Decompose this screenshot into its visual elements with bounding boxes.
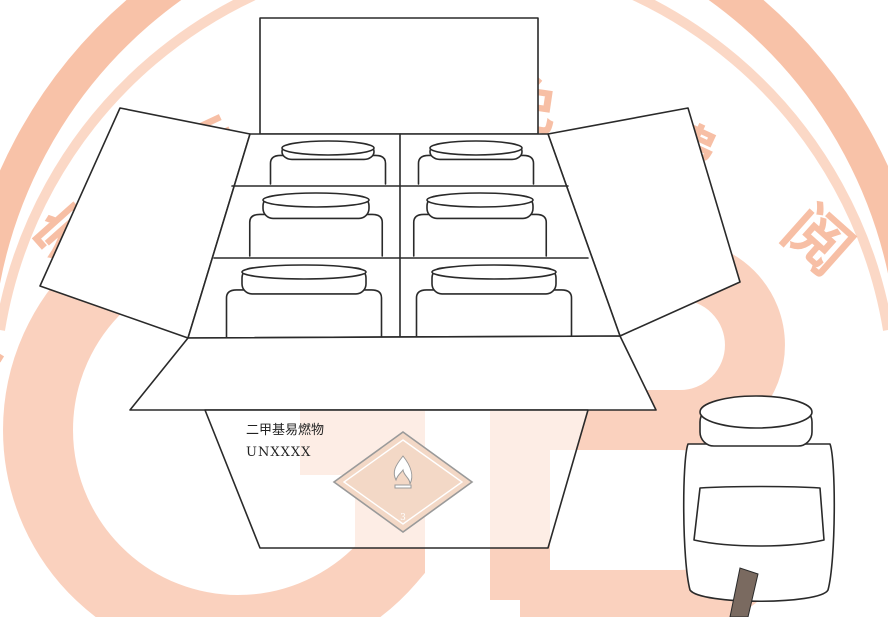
- jar-grid: [225, 140, 573, 339]
- hazard-class-number: 3: [400, 513, 406, 523]
- back-flap: [259, 17, 539, 135]
- watermark-arc: [0, 0, 888, 284]
- watermark-char: 读: [873, 319, 888, 412]
- jar: [225, 264, 383, 339]
- jar: [412, 192, 548, 257]
- front-flap: [129, 335, 657, 411]
- jar: [269, 140, 387, 185]
- hazard-diamond: 3: [332, 431, 474, 533]
- flame-icon: [393, 455, 413, 489]
- box-label-un: UNXXXX: [246, 445, 311, 460]
- jar: [248, 192, 384, 257]
- jar: [415, 264, 573, 339]
- open-box: 二甲基易燃物 UNXXXX 3: [39, 17, 741, 549]
- loose-jar: [682, 395, 836, 617]
- box-interior: [187, 133, 621, 339]
- box-label-name: 二甲基易燃物: [246, 422, 324, 438]
- jar: [417, 140, 535, 185]
